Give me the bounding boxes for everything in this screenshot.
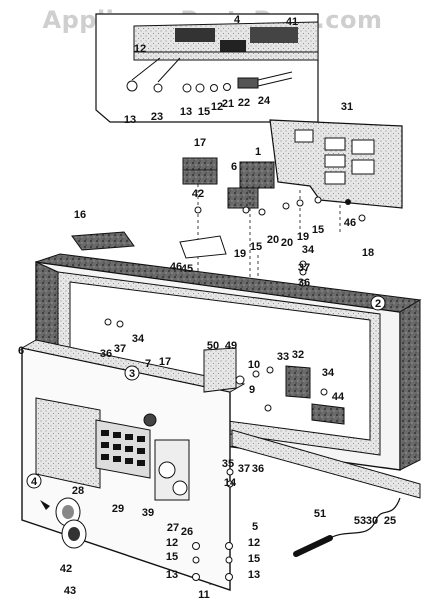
part-label: 33 [277,351,289,363]
part-label: 14 [224,477,237,489]
nameplate-16 [71,231,135,251]
part-label: 49 [225,340,237,352]
part-label: 41 [286,16,298,28]
part-label: 15 [248,553,260,565]
part-label: 44 [332,391,345,403]
part-label: 32 [292,349,304,361]
part-label: 51 [314,508,326,520]
part-label: 2 [375,298,381,310]
switch-44 [311,403,345,425]
part-label: 26 [181,526,193,538]
bracket-50 [203,347,237,393]
part-label: 19 [234,248,246,260]
switch-32 [285,365,311,399]
part-label: 6 [18,345,24,357]
part-label: 13 [166,569,178,581]
part-label: 34 [132,333,145,345]
part-label: 15 [166,551,178,563]
part-label: 16 [74,209,86,221]
part-label: 5 [252,521,258,533]
part-label: 37 [114,343,126,355]
control-board-inset [95,13,319,123]
lock-knob [61,519,87,549]
part-label: 7 [145,358,151,370]
part-label: 13 [248,569,260,581]
lower-fasteners [104,196,366,581]
part-label: 37 [298,262,310,274]
callout-circles [26,295,386,489]
part-label: 36 [252,463,264,475]
part-label: 23 [151,111,163,123]
relay-6 [227,161,275,209]
temperature-probe [293,497,401,557]
part-label: 25 [384,515,396,527]
part-label: 12 [248,537,260,549]
part-label: 36 [298,277,310,289]
part-label: 21 [222,98,234,110]
part-label: 46 [170,261,182,273]
part-label: 12 [166,537,178,549]
part-label: 17 [194,137,206,149]
part-label: 45 [181,263,193,275]
part-label: 43 [64,585,76,597]
part-label: 27 [167,522,179,534]
part-label: 4 [31,476,38,488]
part-label: 50 [207,340,219,352]
part-label: 13 [124,114,136,126]
part-label: 20 [267,234,279,246]
part-label: 9 [249,384,255,396]
part-label: 3 [129,368,135,380]
part-label: 29 [112,503,124,515]
part-label: 34 [302,244,315,256]
part-label: 6 [231,161,237,173]
part-label: 42 [60,563,72,575]
part-label: 18 [362,247,374,259]
bracket-45 [179,235,227,259]
part-label: 31 [341,101,353,113]
part-label: 12 [134,43,146,55]
part-label: 11 [198,589,210,600]
part-label: 22 [238,97,250,109]
lock-cylinder [40,497,81,527]
part-label: 20 [281,237,293,249]
part-label: 35 [222,458,234,470]
part-label: 17 [159,356,171,368]
part-label: 28 [72,485,84,497]
part-label: 46 [344,217,356,229]
part-label: 15 [250,241,262,253]
part-label: 1 [255,146,261,158]
part-label: 13 [180,106,192,118]
keypad [95,419,151,479]
part-label: 24 [258,95,271,107]
trim-strip-53 [231,429,421,499]
part-label: 37 [238,463,250,475]
part-label: 30 [366,515,378,527]
part-label: 39 [142,507,154,519]
relay-17 [182,157,218,185]
part-label: 12 [211,101,223,113]
part-label: 15 [312,224,324,236]
part-label: 36 [100,348,112,360]
part-label: 19 [297,231,309,243]
part-label: 15 [198,106,210,118]
part-label: 42 [192,188,204,200]
part-label: 34 [322,367,335,379]
bracket-31 [269,119,403,209]
part-label: 10 [248,359,260,371]
part-label: 53 [354,515,366,527]
part-label: 4 [234,14,241,26]
